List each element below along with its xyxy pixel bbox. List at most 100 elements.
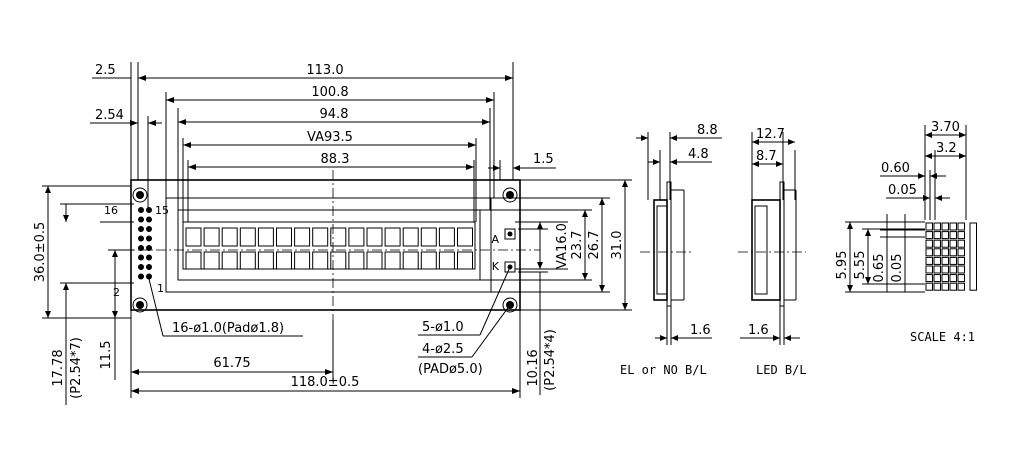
- char-cell-upper: [257, 227, 274, 247]
- matrix-dot: [949, 248, 957, 257]
- dim-10-16: 10.16: [526, 349, 541, 386]
- pin-label-15: 15: [155, 204, 169, 217]
- matrix-dot: [941, 222, 949, 231]
- matrix-dot: [949, 265, 957, 274]
- char-cell-lower: [257, 251, 274, 270]
- matrix-dot: [941, 265, 949, 274]
- pin-pad: [138, 207, 144, 213]
- pin-pad: [146, 264, 152, 270]
- top-dimensions: 2.5 113.0 100.8 2.54 94.8 VA93.5 88.3 1.…: [90, 62, 556, 222]
- mounting-holes: [132, 187, 518, 313]
- matrix-dot: [949, 222, 957, 231]
- dim-11-5: 11.5: [99, 341, 114, 370]
- matrix-dot: [933, 282, 941, 291]
- side-led-dim-12-7: 12.7: [756, 127, 785, 142]
- pin-label-1: 1: [157, 282, 164, 295]
- char-cell-lower: [185, 251, 202, 270]
- char-cell-upper: [457, 227, 473, 247]
- pin-pad: [146, 216, 152, 223]
- front-view: 16 15 2 1 A K: [104, 170, 540, 320]
- char-cell-upper: [221, 227, 238, 247]
- matrix-dot: [933, 231, 941, 240]
- detail-dim-0-05a: 0.05: [888, 183, 917, 198]
- matrix-dot: [957, 282, 965, 291]
- side-view-el: 8.8 4.8 1.6 EL or NO B/L: [620, 123, 722, 377]
- dim-1-5: 1.5: [533, 152, 554, 167]
- dim-2-54: 2.54: [95, 108, 124, 123]
- matrix-dot: [941, 282, 949, 291]
- matrix-dot: [925, 274, 933, 283]
- detail-dim-5-55: 5.55: [853, 251, 868, 280]
- pin-pad: [138, 273, 144, 280]
- detail-dim-0-65: 0.65: [872, 254, 887, 283]
- side-el-dim-4-8: 4.8: [688, 147, 709, 162]
- left-dimensions: 36.0±0.5 17.78 (P2.54*7) 11.5: [33, 185, 134, 405]
- hole-notes: 16-ø1.0(Padø1.8) 5-ø1.0 4-ø2.5 (PADø5.0): [147, 266, 511, 377]
- dot-matrix: [925, 222, 977, 291]
- char-cell-lower: [384, 251, 401, 270]
- char-cell-upper: [438, 227, 455, 247]
- dim-17-78: 17.78: [51, 349, 66, 386]
- dim-94-8: 94.8: [320, 107, 349, 122]
- char-cell-lower: [276, 251, 292, 270]
- matrix-dot: [933, 256, 941, 265]
- matrix-dot: [957, 256, 965, 265]
- side-view-led: 12.7 8.7 1.6 LED B/L: [738, 127, 807, 377]
- matrix-dot: [925, 265, 933, 274]
- matrix-dot: [933, 265, 941, 274]
- matrix-dot: [941, 231, 949, 240]
- side-led-dim-1-6: 1.6: [748, 323, 769, 338]
- char-cell-upper: [366, 227, 383, 247]
- pin-pad: [146, 273, 152, 280]
- dim-100-8: 100.8: [311, 85, 348, 100]
- matrix-dot: [957, 222, 965, 231]
- char-cell-upper: [420, 227, 437, 247]
- pin-label-16: 16: [104, 204, 118, 217]
- char-cell-upper: [348, 227, 365, 247]
- char-cell-lower: [239, 251, 256, 270]
- char-cell-upper: [402, 227, 419, 247]
- detail-dim-3-70: 3.70: [931, 120, 960, 135]
- matrix-dot: [941, 248, 949, 257]
- pin-pad: [146, 207, 152, 213]
- detail-dim-0-05b: 0.05: [890, 254, 905, 283]
- matrix-dot: [957, 239, 965, 248]
- matrix-dot: [925, 256, 933, 265]
- pin-label-a: A: [491, 233, 499, 246]
- detail-dim-5-95: 5.95: [835, 251, 850, 280]
- char-cell-lower: [438, 251, 455, 270]
- matrix-dot: [957, 248, 965, 257]
- char-cell-upper: [203, 227, 220, 247]
- dim-61-75: 61.75: [213, 356, 250, 371]
- matrix-dot: [925, 231, 933, 240]
- char-cell-lower: [420, 251, 437, 270]
- note-5-holes: 5-ø1.0: [422, 320, 464, 335]
- character-detail: 3.70 3.2 0.60 0.05 5.95 5.55 0.65: [835, 120, 977, 344]
- char-cell-lower: [312, 251, 329, 270]
- char-cell-upper: [330, 227, 347, 247]
- matrix-dot: [949, 256, 957, 265]
- pin-header: [138, 207, 152, 280]
- side-led-dim-8-7: 8.7: [756, 149, 777, 164]
- matrix-dot: [941, 256, 949, 265]
- side-led-caption: LED B/L: [756, 363, 807, 377]
- detail-dim-0-60: 0.60: [881, 161, 910, 176]
- char-cell-upper: [384, 227, 401, 247]
- detail-scale: SCALE 4:1: [910, 330, 975, 344]
- pin-pad: [138, 235, 144, 242]
- side-el-dim-8-8: 8.8: [697, 123, 718, 138]
- char-cell-lower: [366, 251, 383, 270]
- pin-pad: [146, 254, 152, 261]
- matrix-gap-column: [969, 222, 977, 291]
- char-cell-lower: [330, 251, 347, 270]
- bezel-outline: [165, 197, 492, 293]
- matrix-dot: [957, 274, 965, 283]
- matrix-dot: [941, 239, 949, 248]
- backlight-pins: [504, 228, 516, 273]
- matrix-dot: [949, 239, 957, 248]
- matrix-dot: [925, 239, 933, 248]
- side-el-caption: EL or NO B/L: [620, 363, 707, 377]
- active-area: [182, 221, 476, 270]
- note-4-holes: 4-ø2.5: [422, 342, 464, 357]
